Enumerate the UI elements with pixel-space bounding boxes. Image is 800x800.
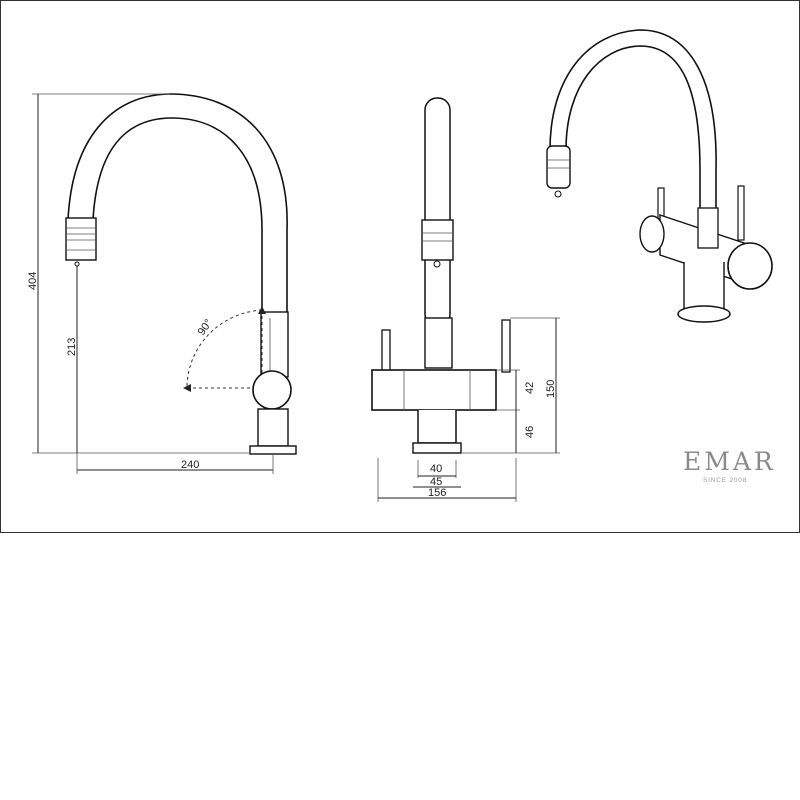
- dim-base-height: 46: [524, 426, 536, 438]
- perspective-lever-cap: [727, 242, 773, 290]
- dim-total-height: 150: [545, 380, 557, 398]
- dim-width-total: 156: [428, 487, 446, 499]
- brand-logo: EMAR SINCE 2008: [683, 447, 776, 484]
- front-spout: [424, 97, 451, 327]
- brand-tagline: SINCE 2008: [703, 477, 747, 484]
- dim-spout-height: 213: [66, 338, 78, 356]
- dim-reach: 240: [181, 459, 199, 471]
- front-lever-right: [501, 319, 511, 373]
- dim-body-height: 42: [524, 382, 536, 394]
- front-lever-left: [381, 329, 391, 373]
- dim-base-outer: 45: [430, 476, 442, 488]
- front-body: [371, 369, 497, 411]
- side-lever-hub: [252, 370, 292, 410]
- rotation-angle-label: 90°: [196, 317, 215, 338]
- dim-height-total: 404: [27, 272, 39, 290]
- perspective-view: [546, 29, 773, 323]
- side-view: 90° 404 213 240: [27, 93, 297, 474]
- perspective-spout: [549, 29, 717, 210]
- dim-base-diameter: 40: [430, 463, 442, 475]
- front-view: 42 150 46 40 45 156: [371, 97, 560, 502]
- side-spray-head: [65, 217, 97, 261]
- side-spout: [67, 93, 288, 312]
- rotation-arc: [186, 309, 263, 389]
- brand-name: EMAR: [683, 447, 776, 476]
